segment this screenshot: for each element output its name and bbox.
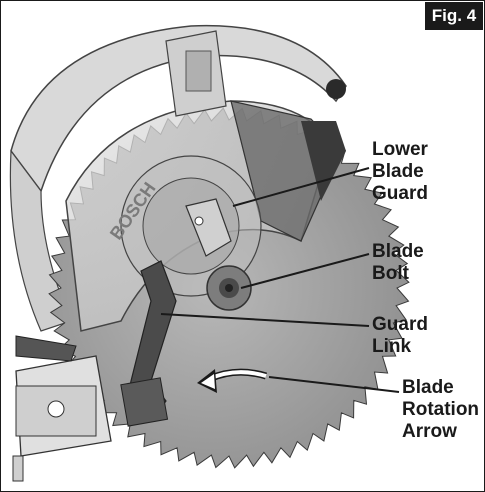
label-guard-link: Guard Link: [372, 314, 428, 357]
label-blade-bolt: Blade Bolt: [372, 241, 424, 284]
leader-blade-bolt: [240, 253, 370, 289]
label-lower-blade-guard: Lower Blade Guard: [372, 139, 428, 204]
leader-blade-rotation-arrow: [268, 376, 400, 393]
leader-guard-link: [160, 313, 370, 327]
guard-knob: [326, 79, 346, 99]
label-blade-rotation-arrow: Blade Rotation Arrow: [402, 377, 480, 442]
leader-lower-blade-guard: [232, 167, 370, 207]
figure-tag: Fig. 4: [425, 2, 483, 30]
